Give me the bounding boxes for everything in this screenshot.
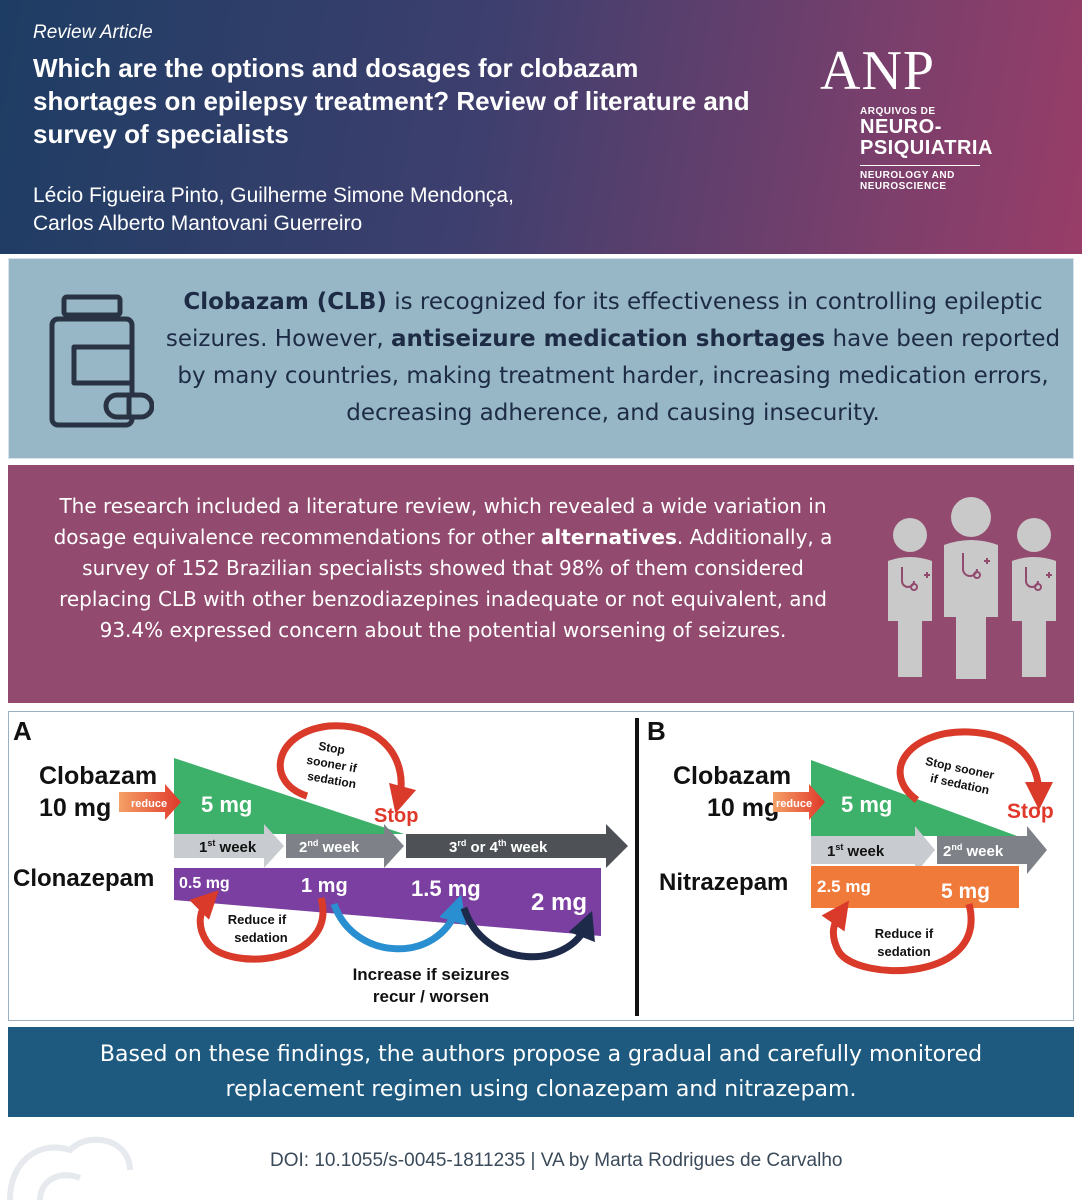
panel-b-reduce-note-1: Reduce if bbox=[875, 926, 934, 941]
reduce-sedation-arrow-a bbox=[189, 890, 327, 963]
stop-sooner-arrow-b bbox=[896, 728, 1053, 810]
increase-arrow-2 bbox=[460, 906, 595, 961]
panel-b-stop: Stop bbox=[1007, 800, 1054, 823]
research-bold-1: alternatives bbox=[540, 525, 677, 549]
increase-arrow-1 bbox=[330, 894, 467, 953]
dosage-diagram: A Clobazam 10 mg 5 mg reduce Stop sooner… bbox=[13, 716, 1054, 1016]
panel-a-reduce-note-2: sedation bbox=[234, 930, 288, 945]
panel-a-increase-1: Increase if seizures bbox=[353, 965, 510, 984]
panel-a-d2: 1 mg bbox=[301, 875, 348, 897]
panel-a-d3: 1.5 mg bbox=[411, 876, 481, 901]
panel-b-label: B bbox=[647, 716, 666, 746]
panel-b-d1: 2.5 mg bbox=[817, 877, 871, 896]
authors: Lécio Figueira Pinto, Guilherme Simone M… bbox=[33, 182, 673, 238]
panel-b-d2: 5 mg bbox=[941, 880, 990, 903]
logo-line-1: ARQUIVOS DE bbox=[860, 106, 936, 117]
doctors-icon bbox=[888, 497, 1056, 679]
clonazepam-band bbox=[174, 868, 601, 936]
intro-text-2: have been reported by many countries, ma… bbox=[177, 326, 1061, 426]
article-title: Which are the options and dosages for cl… bbox=[33, 53, 750, 149]
research-text: The research included a literature revie… bbox=[48, 491, 838, 646]
panel-a-d4: 2 mg bbox=[531, 889, 587, 916]
panel-a-stop-note-1: Stop bbox=[317, 739, 346, 757]
panel-a-reduce: reduce bbox=[131, 798, 167, 810]
week2-arrow-b bbox=[937, 826, 1047, 874]
clobazam-taper-shape bbox=[174, 758, 404, 834]
pill-bottle-icon bbox=[49, 294, 154, 428]
panel-a-increase-2: recur / worsen bbox=[373, 987, 489, 1006]
intro-text: Clobazam (CLB) is recognized for its eff… bbox=[159, 284, 1067, 432]
panel-b-reduce-note-2: sedation bbox=[877, 944, 931, 959]
panel-b-drug1: Clobazam bbox=[673, 762, 791, 790]
panel-a-drug1-dose: 10 mg bbox=[39, 794, 111, 822]
conclusion-box: Based on these findings, the authors pro… bbox=[8, 1027, 1074, 1117]
panel-a-drug1: Clobazam bbox=[39, 762, 157, 790]
week1-arrow-a bbox=[174, 824, 284, 868]
logo-line-3: PSIQUIATRIA bbox=[860, 137, 993, 159]
reduce-arrow-a bbox=[119, 784, 181, 820]
panel-a-reduce-note-1: Reduce if bbox=[228, 912, 287, 927]
conclusion-text: Based on these findings, the authors pro… bbox=[99, 1042, 983, 1102]
panel-b-week1: 1st week bbox=[827, 842, 885, 860]
intro-bold-2: antiseizure medication shortages bbox=[390, 326, 826, 352]
intro-bold-1: Clobazam (CLB) bbox=[183, 289, 387, 315]
reduce-sedation-arrow-b bbox=[821, 900, 975, 975]
article-type: Review Article bbox=[33, 22, 153, 43]
logo-acronym: ANP bbox=[820, 40, 936, 102]
panel-b-drug2: Nitrazepam bbox=[659, 869, 788, 896]
panel-b-reduce: reduce bbox=[776, 798, 812, 810]
week1-arrow-b bbox=[811, 826, 935, 874]
research-box: The research included a literature revie… bbox=[8, 465, 1074, 703]
logo-divider bbox=[860, 165, 980, 166]
logo-line-2: NEURO- bbox=[860, 116, 942, 138]
week2-arrow-a bbox=[286, 824, 404, 868]
authors-line-2: Carlos Alberto Mantovani Guerreiro bbox=[33, 212, 363, 235]
intro-box: Clobazam (CLB) is recognized for its eff… bbox=[8, 258, 1074, 459]
panel-a-dose-5: 5 mg bbox=[201, 792, 252, 817]
panel-a-label: A bbox=[13, 716, 32, 746]
panel-a-week3: 3rd or 4th week bbox=[449, 838, 548, 856]
logo-line-4: NEUROLOGY AND bbox=[860, 170, 955, 181]
panel-b-dose-5: 5 mg bbox=[841, 792, 892, 817]
doi-footer: DOI: 10.1055/s-0045-1811235 | VA by Mart… bbox=[270, 1150, 843, 1171]
panel-a-d1: 0.5 mg bbox=[179, 875, 230, 892]
panel-a-drug2: Clonazepam bbox=[13, 865, 154, 892]
brain-outline-icon bbox=[7, 1136, 133, 1200]
panel-b-week2: 2nd week bbox=[943, 842, 1004, 860]
panel-b-drug1-dose: 10 mg bbox=[707, 794, 779, 822]
stop-sooner-arrow-a bbox=[276, 722, 417, 814]
authors-line-1: Lécio Figueira Pinto, Guilherme Simone M… bbox=[33, 184, 514, 207]
panel-a-week2: 2nd week bbox=[299, 838, 360, 856]
research-text-2: . Additionally, a survey of 152 Brazilia… bbox=[59, 525, 833, 642]
panel-b: B Clobazam 10 mg 5 mg reduce Stop sooner… bbox=[647, 716, 1054, 975]
intro-text-1: is recognized for its effectiveness in c… bbox=[165, 289, 1043, 352]
panel-a-week1: 1st week bbox=[199, 838, 257, 856]
dosage-diagram-panel: A Clobazam 10 mg 5 mg reduce Stop sooner… bbox=[8, 711, 1074, 1021]
journal-logo: ANP ARQUIVOS DE NEURO- PSIQUIATRIA NEURO… bbox=[820, 42, 1020, 192]
week3-arrow-a bbox=[406, 824, 628, 868]
panel-a-stop: Stop bbox=[374, 805, 418, 827]
logo-line-5: NEUROSCIENCE bbox=[860, 181, 947, 192]
reduce-arrow-b bbox=[773, 784, 825, 820]
panel-a: A Clobazam 10 mg 5 mg reduce Stop sooner… bbox=[13, 716, 628, 1006]
header-banner: Review Article Which are the options and… bbox=[0, 0, 1082, 254]
research-text-1: The research included a literature revie… bbox=[53, 494, 827, 549]
